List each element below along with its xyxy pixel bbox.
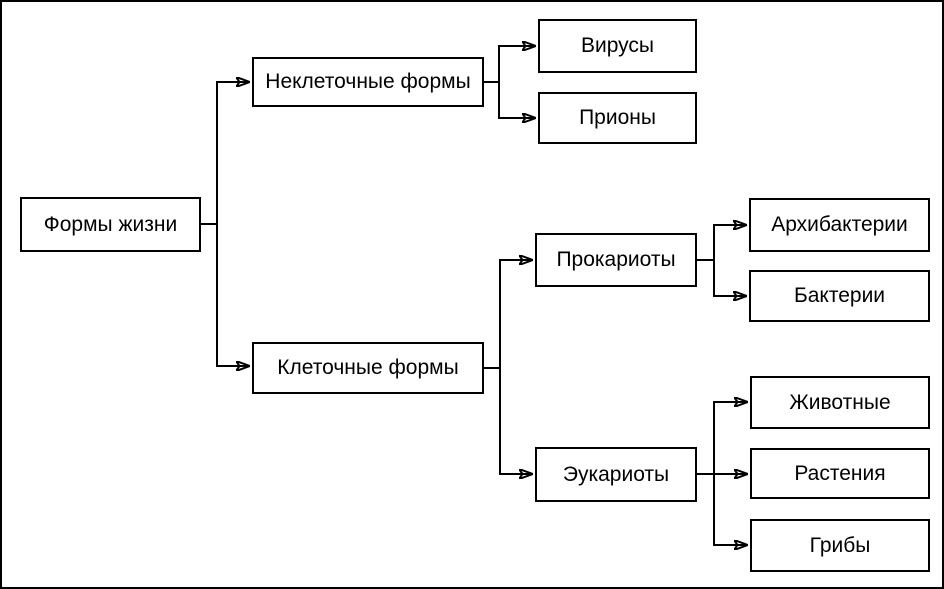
node-prions-label: Прионы	[579, 106, 656, 130]
connector-noncellular-to-viruses	[484, 46, 535, 83]
connector-life-forms-to-cellular	[201, 223, 249, 366]
node-noncellular-forms: Неклеточные формы	[252, 57, 484, 107]
node-fungi-label: Грибы	[809, 533, 871, 557]
connector-eukaryotes-to-fungi	[697, 473, 747, 545]
node-archaebacteria-label: Архибактерии	[771, 213, 908, 237]
node-animals-label: Животные	[789, 390, 891, 414]
node-archaebacteria: Архибактерии	[749, 198, 930, 252]
node-viruses-label: Вирусы	[580, 34, 655, 58]
connector-eukaryotes-to-animals	[697, 402, 747, 475]
node-bacteria: Бактерии	[749, 270, 930, 322]
connector-prokaryotes-to-archaebacteria	[697, 225, 746, 261]
node-life-forms-label: Формы жизни	[43, 212, 178, 236]
connector-cellular-to-prokaryotes	[484, 260, 532, 369]
node-life-forms: Формы жизни	[20, 197, 201, 252]
node-prokaryotes-label: Прокариоты	[556, 248, 676, 272]
node-noncellular-forms-label: Неклеточные формы	[265, 70, 471, 94]
connector-noncellular-to-prions	[484, 81, 535, 118]
node-eukaryotes-label: Эукариоты	[562, 462, 670, 486]
node-cellular-forms-label: Клеточные формы	[277, 356, 459, 380]
connector-cellular-to-eukaryotes	[484, 367, 532, 474]
node-prions: Прионы	[538, 92, 697, 144]
node-plants-label: Растения	[794, 461, 886, 485]
node-viruses: Вирусы	[538, 19, 697, 73]
node-eukaryotes: Эукариоты	[535, 447, 697, 502]
connector-life-forms-to-noncellular	[201, 82, 249, 225]
node-fungi: Грибы	[750, 519, 930, 572]
node-animals: Животные	[750, 376, 930, 429]
node-plants: Растения	[750, 448, 930, 499]
node-prokaryotes: Прокариоты	[535, 233, 697, 287]
connector-prokaryotes-to-bacteria	[697, 259, 746, 296]
node-cellular-forms: Клеточные формы	[252, 342, 484, 394]
node-bacteria-label: Бактерии	[793, 284, 886, 308]
